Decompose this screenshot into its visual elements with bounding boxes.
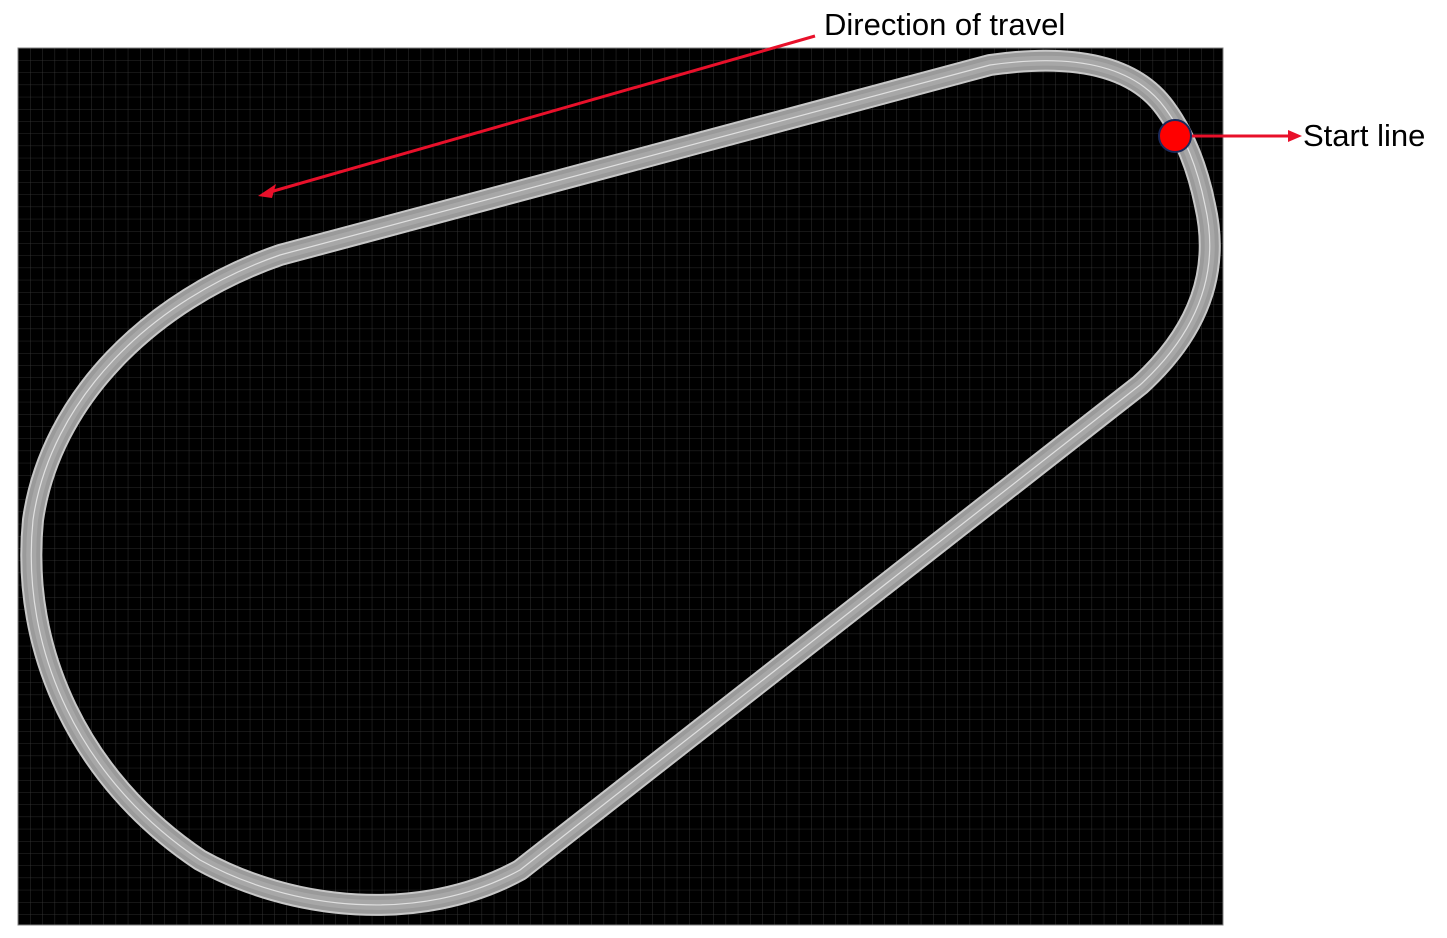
race-track xyxy=(20,49,1221,916)
canvas-border xyxy=(17,47,1224,926)
track-lane-line xyxy=(26,55,1215,910)
direction-label: Direction of travel xyxy=(824,7,1065,42)
track-lane-line xyxy=(30,60,1211,906)
circle-marker-icon xyxy=(1158,119,1192,153)
arrow-head-icon xyxy=(1288,130,1302,142)
start-arrow xyxy=(1192,130,1302,142)
start-label: Start line xyxy=(1303,118,1425,153)
direction-arrow xyxy=(258,34,816,198)
arrow-head-icon xyxy=(258,184,276,198)
